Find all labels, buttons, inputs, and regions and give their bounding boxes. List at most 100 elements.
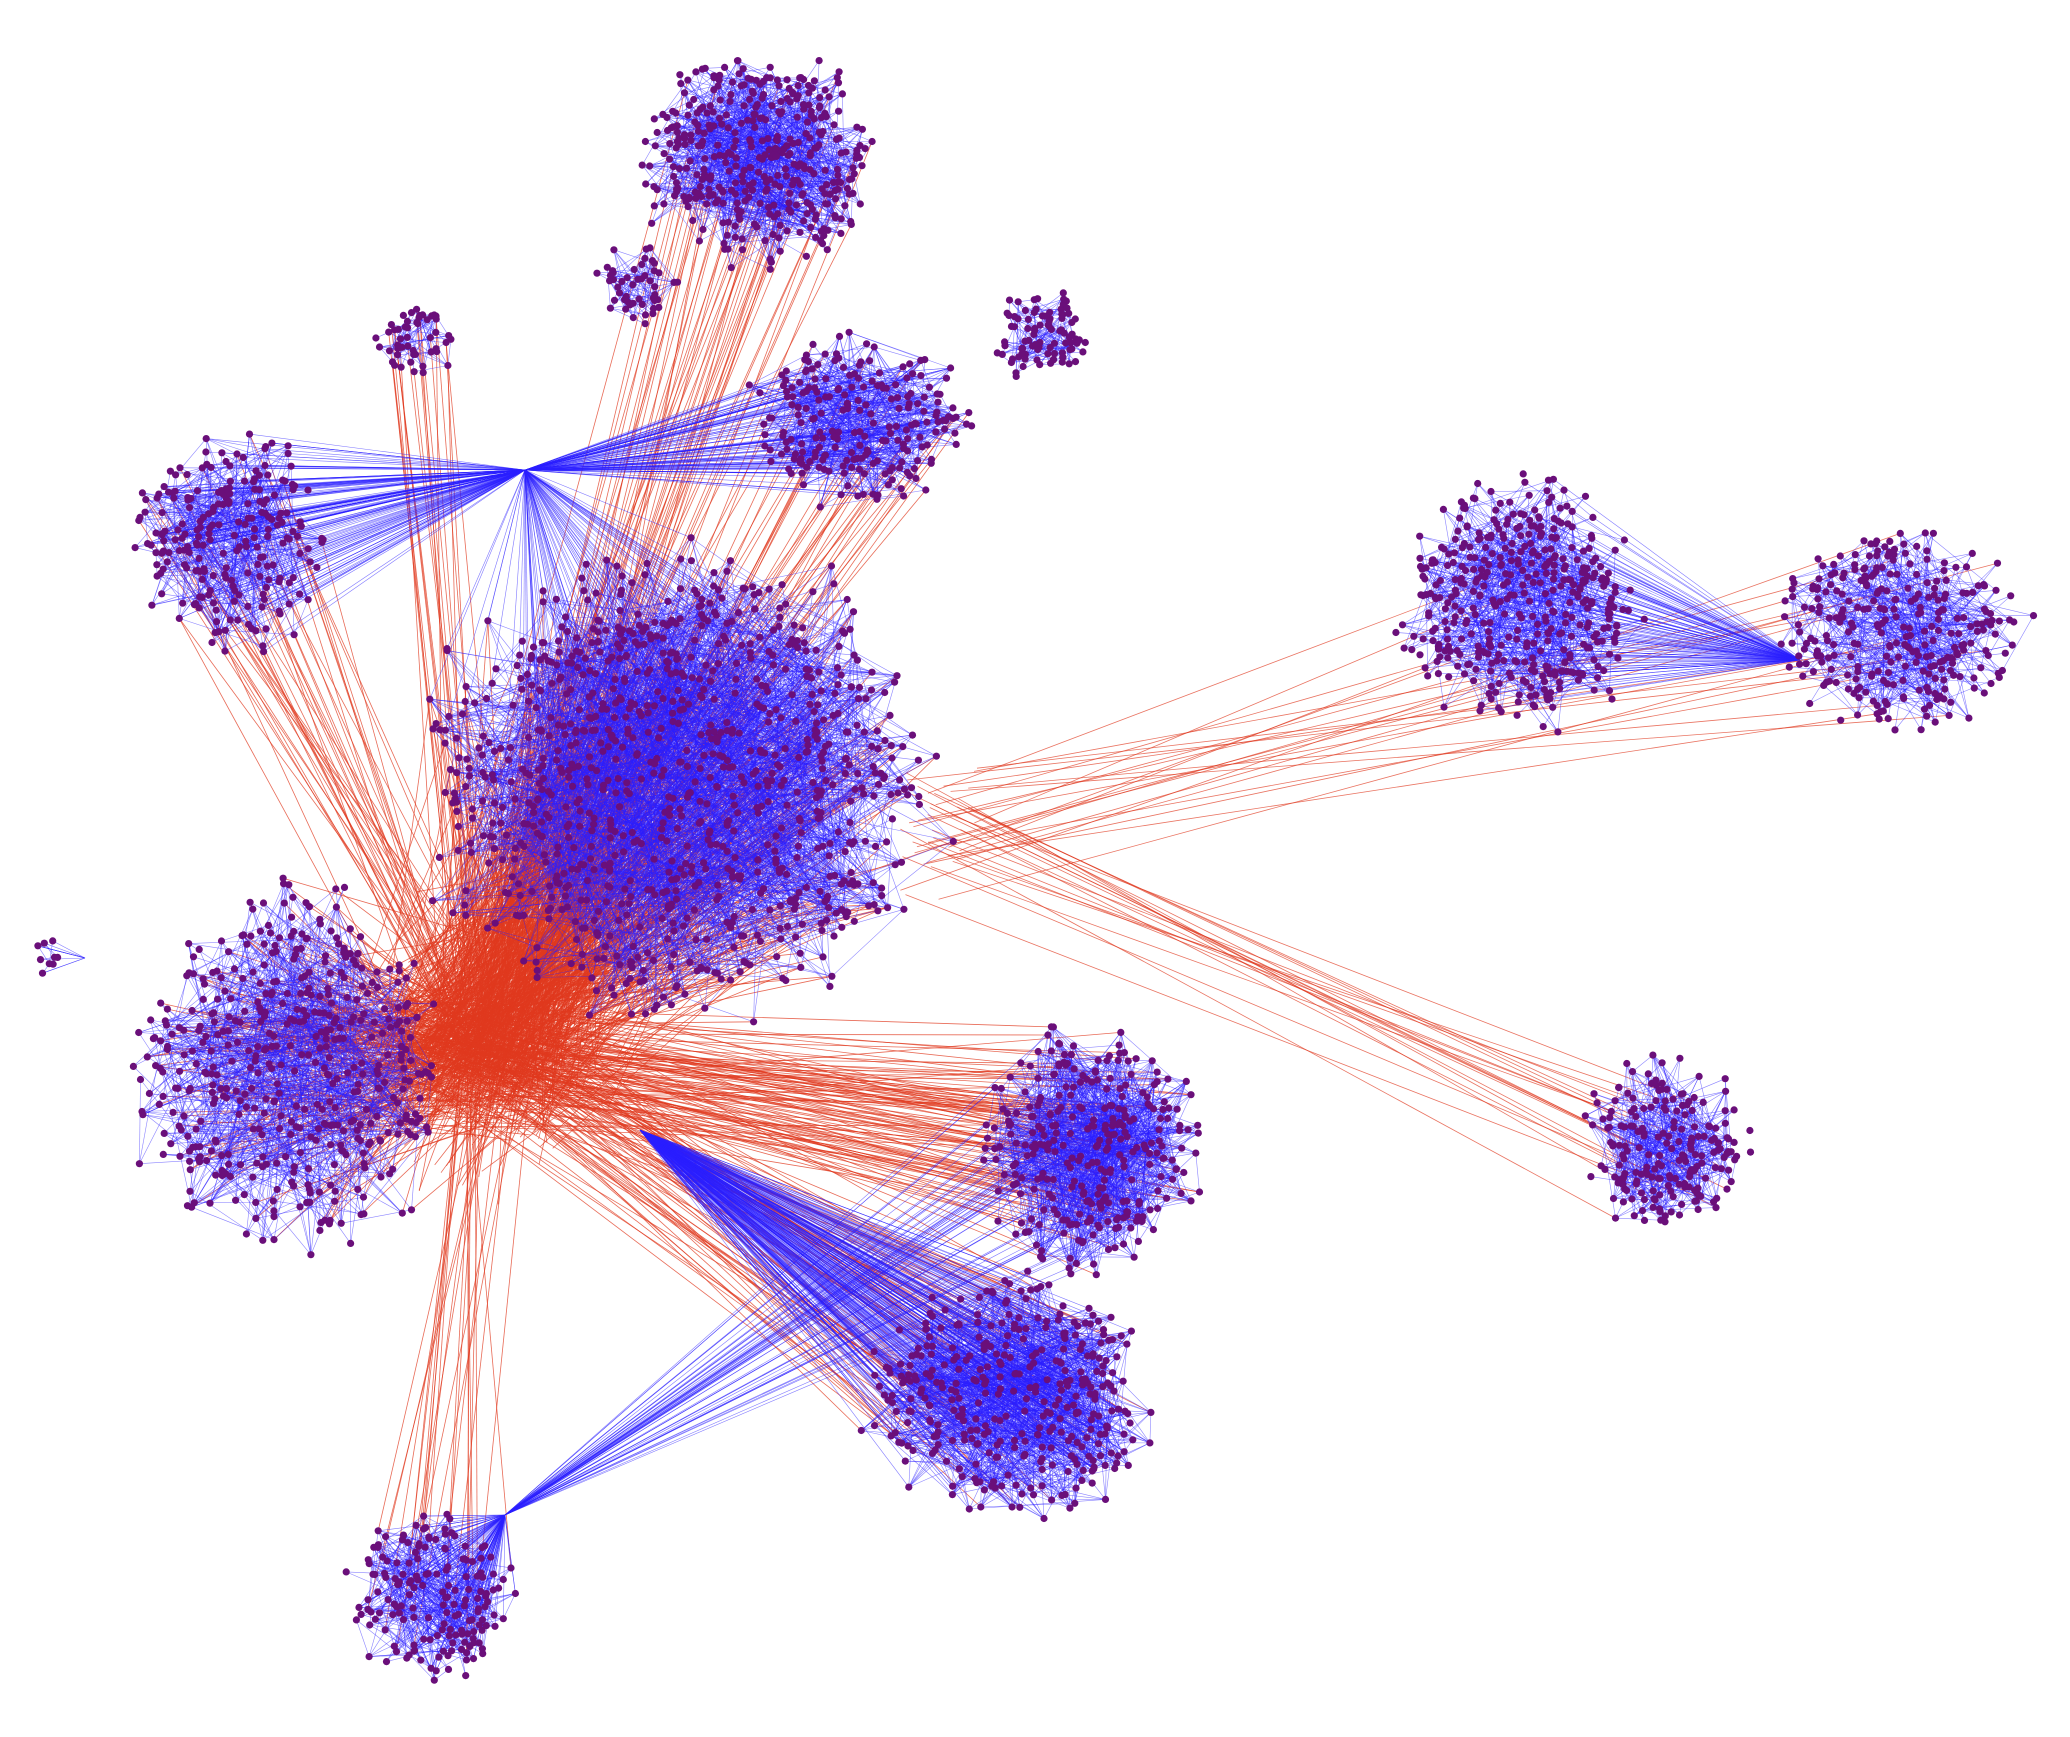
graph-node	[398, 1027, 406, 1035]
graph-node	[438, 1626, 446, 1634]
graph-node	[786, 189, 794, 197]
graph-node	[779, 382, 788, 390]
graph-node	[974, 1311, 982, 1319]
graph-node	[1919, 667, 1927, 675]
graph-node	[768, 102, 776, 110]
graph-node	[1104, 1199, 1113, 1207]
graph-node	[724, 124, 732, 132]
graph-node	[679, 922, 688, 930]
graph-node	[663, 887, 671, 895]
graph-node	[606, 932, 614, 940]
graph-node	[1899, 676, 1907, 685]
graph-node	[1120, 1156, 1128, 1164]
graph-node	[443, 645, 451, 653]
graph-node	[810, 708, 818, 716]
graph-node	[1458, 635, 1466, 643]
graph-node	[788, 401, 796, 409]
graph-node	[789, 139, 797, 148]
graph-node	[792, 933, 800, 941]
graph-node	[875, 1382, 884, 1390]
graph-node	[675, 134, 683, 142]
graph-node	[1730, 1106, 1738, 1114]
graph-node	[1038, 1443, 1046, 1451]
graph-node	[585, 693, 593, 701]
graph-node	[1076, 1103, 1084, 1111]
graph-node	[436, 726, 444, 734]
graph-node	[360, 1210, 368, 1218]
graph-node	[429, 897, 437, 905]
graph-node	[821, 897, 829, 906]
graph-node	[1113, 1459, 1121, 1467]
graph-node	[1124, 1461, 1132, 1469]
graph-node	[669, 717, 677, 726]
graph-node	[710, 569, 718, 577]
graph-node	[1611, 546, 1619, 554]
graph-node	[798, 191, 806, 199]
graph-node	[138, 1107, 146, 1116]
graph-node	[854, 396, 862, 404]
graph-node	[1619, 1151, 1627, 1159]
graph-node	[766, 446, 774, 454]
graph-node	[737, 932, 746, 940]
graph-node	[1785, 663, 1793, 671]
graph-node	[805, 101, 813, 109]
graph-node	[176, 1067, 184, 1075]
graph-node	[1038, 1482, 1046, 1490]
graph-node	[40, 939, 48, 947]
graph-node	[269, 561, 277, 569]
graph-node	[193, 541, 201, 549]
graph-node	[814, 701, 822, 709]
graph-node	[672, 668, 680, 677]
graph-node	[691, 636, 699, 644]
graph-node	[1123, 1340, 1131, 1348]
graph-node	[1038, 1247, 1046, 1255]
graph-node	[1071, 1455, 1079, 1463]
graph-node	[1416, 554, 1424, 562]
graph-node	[1710, 1198, 1718, 1206]
graph-node	[926, 1416, 934, 1424]
graph-node	[316, 1009, 324, 1017]
graph-node	[1063, 1403, 1071, 1411]
graph-node	[1525, 491, 1533, 499]
graph-node	[735, 729, 743, 737]
graph-node	[878, 884, 886, 892]
graph-node	[339, 1127, 348, 1135]
graph-node	[1081, 338, 1089, 347]
graph-node	[565, 881, 573, 890]
graph-node	[1434, 645, 1443, 653]
graph-node	[1652, 1081, 1661, 1089]
graph-node	[1457, 607, 1465, 615]
graph-node	[1490, 600, 1498, 608]
graph-node	[772, 152, 781, 160]
graph-node	[788, 691, 796, 699]
graph-node	[700, 614, 708, 623]
graph-node	[1573, 590, 1581, 598]
graph-node	[667, 1001, 676, 1009]
graph-node	[782, 976, 790, 985]
graph-node	[1541, 546, 1549, 554]
graph-node	[594, 616, 602, 624]
graph-node	[582, 560, 590, 568]
graph-node	[1476, 534, 1484, 543]
graph-node	[1496, 554, 1504, 562]
graph-node	[430, 1000, 438, 1008]
graph-node	[1998, 666, 2006, 675]
graph-node	[777, 782, 785, 790]
graph-node	[1661, 1212, 1669, 1220]
graph-node	[333, 1075, 341, 1083]
graph-node	[1107, 1166, 1115, 1174]
graph-node	[1448, 593, 1456, 601]
graph-node	[293, 1005, 301, 1014]
graph-node	[689, 216, 697, 225]
graph-node	[1917, 609, 1925, 617]
graph-node	[1099, 1184, 1107, 1192]
graph-node	[845, 190, 853, 198]
graph-node	[730, 827, 738, 835]
graph-node	[1781, 597, 1789, 605]
graph-node	[166, 467, 174, 475]
graph-node	[728, 918, 736, 927]
graph-node	[940, 1361, 949, 1369]
graph-node	[1038, 1465, 1046, 1474]
graph-node	[381, 1005, 389, 1013]
graph-node	[170, 494, 178, 502]
